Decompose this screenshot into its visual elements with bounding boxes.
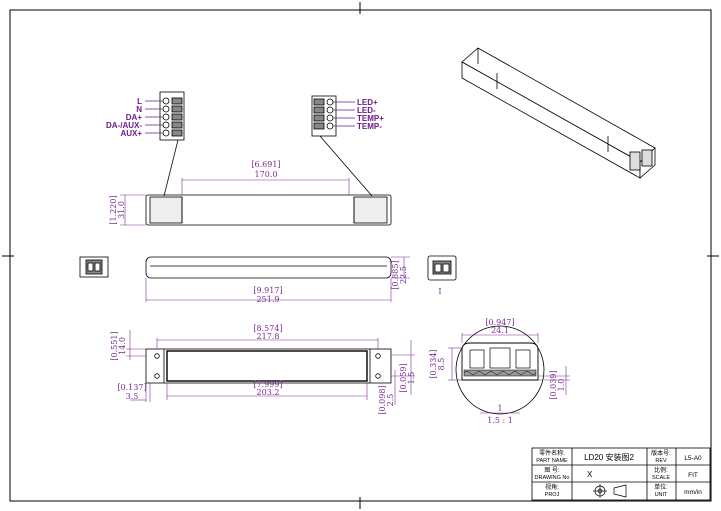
unit-value: mm/in — [684, 489, 702, 496]
section-detail-view — [455, 325, 545, 415]
right-terminal-label-temp-minus: TEMP- — [357, 122, 382, 131]
drawing-label-en: DRAWING No — [535, 475, 570, 481]
mount-plate-dims — [126, 330, 415, 405]
side-view-dims — [145, 256, 410, 302]
mount-left-in: [0.551] — [110, 331, 119, 360]
proj-label-en: PROJ — [545, 492, 560, 498]
section-width-in: [0.947] — [485, 318, 514, 327]
scale-value: FIT — [688, 472, 698, 479]
right-terminal-block — [311, 95, 373, 197]
section-dims — [448, 333, 570, 414]
top-height-in: [1.220] — [109, 195, 118, 224]
left-end-view — [79, 256, 109, 278]
mount-left-mm: 14.0 — [118, 337, 127, 355]
top-height-mm: 31.0 — [117, 201, 126, 219]
mount-plate-view — [145, 348, 392, 384]
mount-h2-in: [0.098] — [378, 385, 387, 414]
section-base-in: [0.039] — [549, 370, 558, 399]
top-width-in: [6.691] — [251, 160, 280, 169]
mount-h1-in: [0.059] — [399, 363, 408, 392]
mount-hole-mm: 203.2 — [257, 388, 280, 397]
left-terminal-label-aux-plus: AUX+ — [120, 129, 142, 138]
side-height-mm: 22.5 — [399, 266, 408, 284]
top-view — [145, 194, 392, 226]
section-h-in: [0.334] — [429, 349, 438, 378]
mount-h1-mm: 1.5 — [407, 372, 416, 385]
scale-label-en: SCALE — [652, 475, 670, 481]
scale-note-bottom: 1.5 : 1 — [487, 416, 513, 425]
left-terminal-label-da-plus: DA+ — [126, 113, 143, 122]
right-terminal-label-led-minus: LED- — [357, 106, 376, 115]
drawing-value: X — [587, 470, 593, 479]
side-length-in: [9.917] — [253, 286, 282, 295]
scale-label-cn: 比例: — [654, 466, 668, 474]
title-block — [531, 447, 711, 501]
sheet-border — [9, 9, 712, 502]
top-view-dims — [120, 178, 350, 226]
rev-label-en: REV — [655, 458, 667, 464]
side-length-mm: 251.9 — [257, 295, 280, 304]
proj-label-cn: 视角: — [545, 483, 559, 491]
mount-h2-mm: 2.5 — [386, 394, 395, 407]
section-base-mm: 1.0 — [557, 379, 566, 392]
detail-label: I — [438, 287, 441, 296]
mount-end-in: [0.137] — [117, 383, 146, 392]
mount-width-in: [8.574] — [253, 324, 282, 333]
top-width-mm: 170.0 — [255, 170, 278, 179]
mount-width-mm: 217.8 — [257, 332, 280, 341]
unit-label-cn: 单位: — [654, 483, 668, 491]
mount-hole-in: [7.999] — [253, 380, 282, 389]
right-terminal-label-led-plus: LED+ — [357, 98, 378, 107]
side-view — [145, 256, 392, 279]
left-terminal-label-l: L — [137, 97, 142, 106]
mount-end-mm: 3.5 — [126, 392, 139, 401]
right-terminal-label-temp-plus: TEMP+ — [357, 114, 384, 123]
section-h-mm: 8.5 — [437, 358, 446, 371]
left-terminal-label-n: N — [136, 105, 142, 114]
part-name-value: LD20 安装图2 — [584, 452, 634, 462]
rev-value: L5-A0 — [684, 455, 702, 462]
side-height-in: [0.885] — [391, 260, 400, 289]
unit-label-en: UNIT — [655, 492, 668, 498]
rev-label-cn: 版本号: — [651, 449, 671, 457]
left-terminal-block — [145, 91, 185, 197]
scale-note-top: 1 — [497, 404, 502, 413]
projection-symbol-icon — [593, 484, 627, 498]
part-name-label-cn: 零件名称: — [539, 449, 565, 457]
drawing-label-cn: 图 号: — [544, 467, 560, 474]
left-terminal-label-da-aux-minus: DA-/AUX- — [106, 121, 142, 130]
right-end-view — [427, 255, 457, 281]
section-width-mm: 24.1 — [491, 326, 509, 335]
isometric-view — [461, 47, 656, 179]
part-name-label-en: PART NAME — [536, 458, 568, 464]
